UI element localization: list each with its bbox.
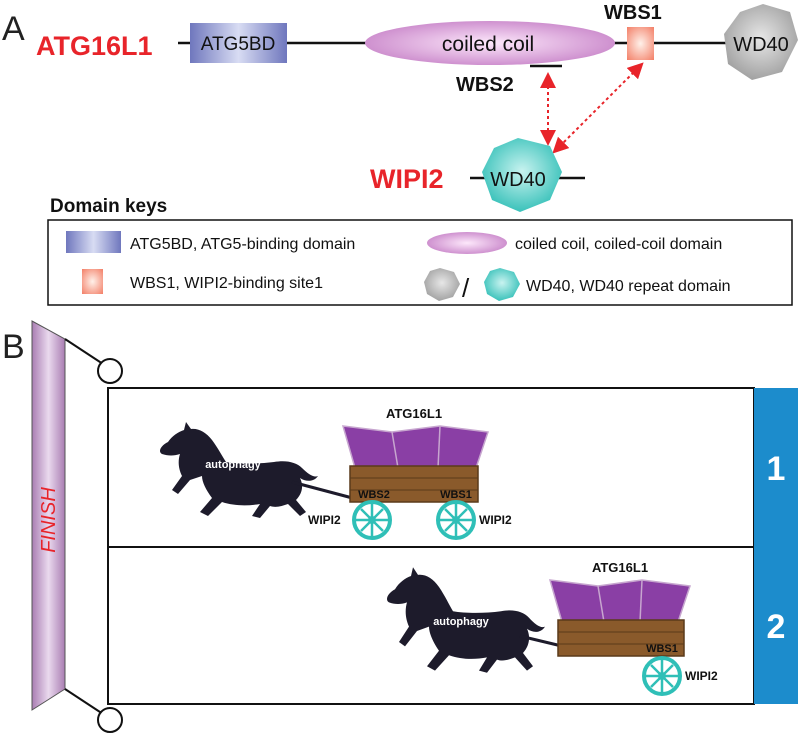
lane-1-wbs1-label: WBS1 — [440, 489, 472, 501]
finish-pole-bottom — [64, 688, 104, 715]
atg5bd-domain — [190, 23, 287, 63]
lane-1-wipi2-right: WIPI2 — [479, 513, 512, 527]
lane-2-wipi2: WIPI2 — [685, 669, 718, 683]
finish-pole-top — [64, 338, 104, 365]
wipi2-wd40-domain — [482, 138, 562, 212]
atg16l1-title: ATG16L1 — [36, 31, 153, 61]
wbs2-label: WBS2 — [456, 74, 514, 96]
coiled-coil-label: coiled coil — [442, 33, 534, 56]
lane-2-cart-label: ATG16L1 — [592, 560, 648, 575]
key-wbs1-text: WBS1, WIPI2-binding site1 — [130, 275, 323, 292]
wbs1-label: WBS1 — [604, 2, 662, 24]
key-wd40-slash: / — [462, 273, 470, 303]
key-atg5bd-swatch — [66, 231, 121, 253]
lane-1-horse-label: autophagy — [205, 459, 261, 471]
wipi2-wd40-label: WD40 — [490, 169, 546, 191]
finish-ring-bottom — [97, 707, 123, 733]
lane-2-number-block — [754, 547, 798, 704]
key-wd40-gray-swatch — [424, 268, 460, 301]
lane-2-cart-cover — [548, 579, 692, 623]
key-coiled-swatch — [427, 232, 507, 254]
lane-2-horse-label: autophagy — [433, 616, 489, 628]
key-wd40-text: WD40, WD40 repeat domain — [526, 278, 731, 295]
arrow-wbs1-wipi2 — [552, 62, 644, 154]
lane-1-cart-label: ATG16L1 — [386, 406, 442, 421]
key-wbs1-swatch — [82, 269, 103, 294]
lane-1-shaft — [291, 480, 361, 502]
lane-1-wheel-left — [352, 500, 392, 540]
lane-2-wheel — [642, 656, 682, 696]
panel-a-label: A — [2, 10, 25, 48]
coiled-coil-domain — [365, 21, 615, 65]
lane-2-wbs1-label: WBS1 — [646, 643, 678, 655]
lane-1-cart-body — [349, 465, 479, 503]
key-wd40-cyan-swatch — [484, 268, 520, 301]
key-atg5bd-text: ATG5BD, ATG5-binding domain — [130, 236, 355, 253]
finish-ring-top — [97, 358, 123, 384]
wbs1-domain — [627, 27, 654, 60]
domain-keys-title: Domain keys — [50, 196, 167, 217]
lane-1-wipi2-left: WIPI2 — [308, 513, 341, 527]
domain-keys-box — [47, 219, 793, 306]
panel-b-label: B — [2, 328, 25, 366]
lane-1-wheel-right — [436, 500, 476, 540]
lane-1-number: 1 — [767, 450, 786, 488]
lane-1-number-block — [754, 388, 798, 547]
lane-2-cart-body — [557, 619, 685, 657]
lane-1-wbs2-label: WBS2 — [358, 489, 390, 501]
wd40-gray-domain — [724, 4, 798, 80]
wipi2-title: WIPI2 — [370, 164, 444, 194]
atg5bd-label: ATG5BD — [201, 34, 276, 55]
lane-1-cart-cover — [341, 425, 490, 469]
lane-1: autophagy ATG16L1 WBS2 WBS1 WIPI2 WIPI2 — [160, 406, 512, 540]
lane-2-number: 2 — [767, 608, 786, 646]
lane-2: autophagy ATG16L1 WBS1 WIPI2 — [387, 560, 718, 696]
key-coiled-text: coiled coil, coiled-coil domain — [515, 236, 722, 253]
finish-label: FINISH — [38, 487, 60, 553]
wd40-label: WD40 — [733, 34, 789, 56]
